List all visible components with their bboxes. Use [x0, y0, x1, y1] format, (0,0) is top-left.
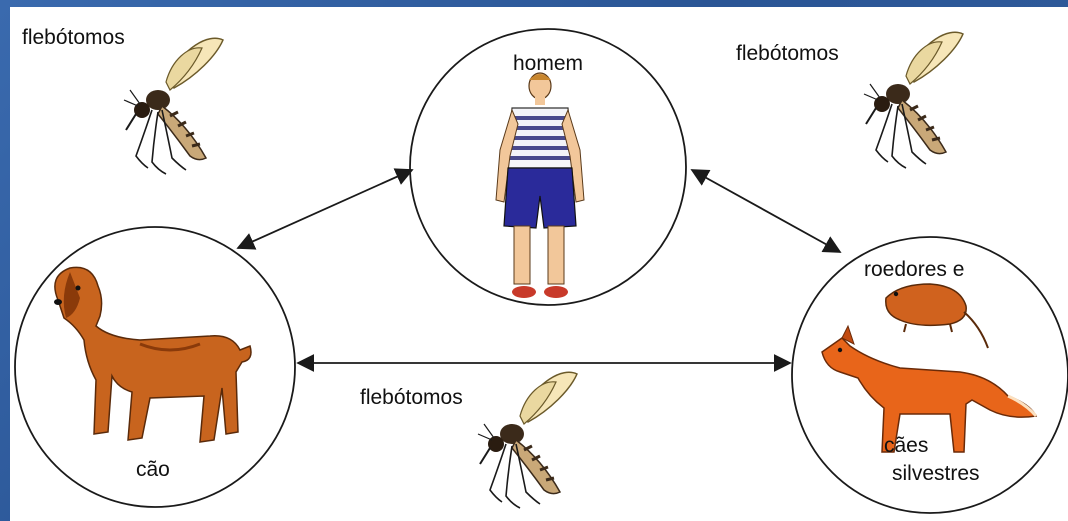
human-label: homem	[488, 52, 608, 76]
human-wild-arrow	[692, 170, 840, 252]
wild-label-line2: cães	[884, 434, 928, 458]
sandfly-icon	[864, 32, 963, 168]
vector-label-bottom: flebótomos	[360, 386, 463, 410]
wild-label-line3: silvestres	[892, 462, 980, 486]
vector-label-top-right: flebótomos	[736, 42, 839, 66]
vector-label-top-left: flebótomos	[22, 26, 125, 50]
dog-label: cão	[136, 458, 170, 482]
sandfly-icon	[124, 38, 223, 174]
dog-human-arrow	[238, 170, 412, 248]
sandfly-icon	[478, 372, 577, 508]
wild-label-line1: roedores e	[864, 258, 964, 282]
